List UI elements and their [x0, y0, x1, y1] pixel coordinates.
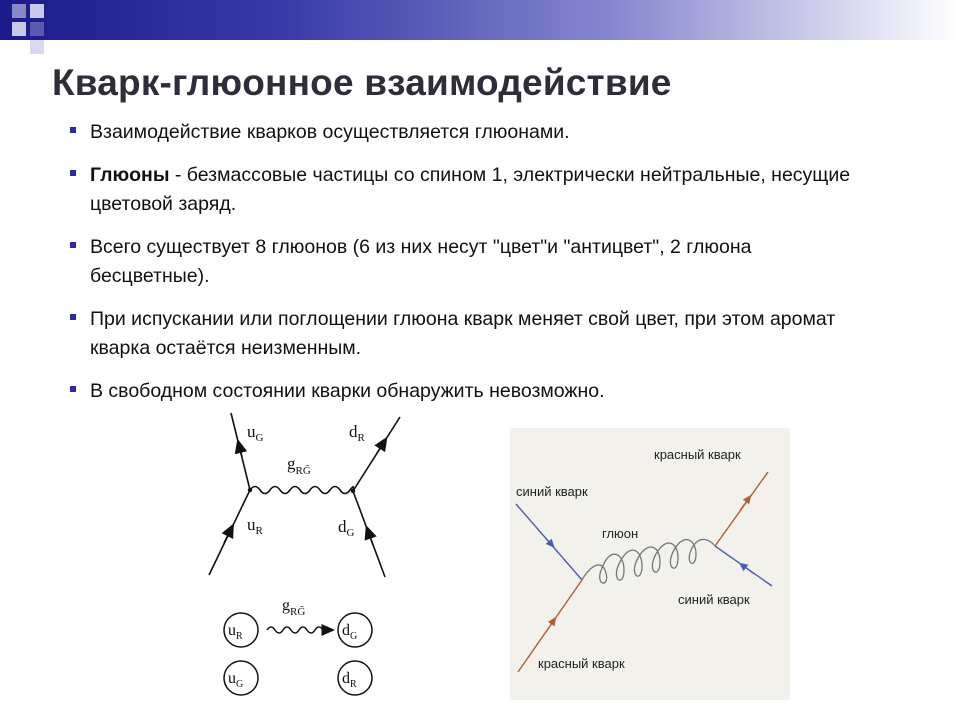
label-dR: dR [349, 422, 366, 444]
header-band [0, 0, 960, 40]
vertex-dot [350, 488, 356, 494]
arrow-icon [739, 494, 752, 511]
arrow-icon [738, 562, 755, 575]
label-uR: uR [247, 515, 264, 537]
vertex-dot [247, 487, 253, 493]
arrow-icon [374, 436, 388, 454]
gluon-illustration-svg [515, 471, 773, 673]
bullet-item: Глюоны - безмассовые частицы со спином 1… [68, 161, 868, 219]
bullet-text: Всего существует 8 глюонов (6 из них нес… [90, 236, 752, 287]
bullet-square-icon [70, 386, 76, 392]
label-dG: dG [338, 517, 355, 539]
bullet-item: Всего существует 8 глюонов (6 из них нес… [68, 233, 868, 291]
bullet-item: В свободном состоянии кварки обнаружить … [68, 377, 868, 406]
circle-dR [337, 660, 373, 696]
label-c2: dG [342, 622, 357, 642]
bullet-text: В свободном состоянии кварки обнаружить … [90, 380, 605, 402]
label-gRG: gRG̃ [287, 454, 311, 477]
gluon-transfer-wavy [266, 626, 324, 634]
label-gluon: глюон [602, 526, 639, 541]
slide-title: Кварк-глюонное взаимодействие [52, 62, 672, 103]
circle-dG [337, 612, 373, 648]
label-c1: uR [228, 622, 243, 642]
circle-uG [223, 660, 259, 696]
label-g-circle: gRG̃ [282, 597, 305, 618]
arrow-icon [364, 524, 377, 546]
bullet-square-icon [70, 127, 76, 133]
bullet-item: При испускании или поглощении глюона ква… [68, 305, 868, 363]
arrow-icon [545, 616, 557, 633]
bullet-list: Взаимодействие кварков осуществляется гл… [68, 118, 868, 420]
label-blue-quark-right: синий кварк [678, 592, 750, 607]
bullet-square-icon [70, 314, 76, 320]
bullet-square-icon [70, 170, 76, 176]
arrow-icon [543, 535, 555, 548]
bullet-bold: Глюоны [90, 164, 170, 186]
circle-uR [223, 612, 259, 648]
label-red-quark-top: красный кварк [654, 447, 741, 462]
arrow-icon [234, 438, 248, 458]
bullet-item: Взаимодействие кварков осуществляется гл… [68, 118, 868, 147]
gluon-wavy-line [249, 485, 355, 495]
label-uG: uG [247, 422, 264, 444]
bullet-square-icon [70, 242, 76, 248]
gluon-illustration: красный кварк синий кварк глюон синий кв… [510, 428, 790, 700]
quark-line-right-top [352, 416, 401, 492]
red-quark-line-top [714, 471, 769, 547]
feynman-diagram: uG dR gRG̃ uR dG gRG̃ uR dG uG dR [208, 412, 401, 696]
gluon-coil [581, 538, 716, 584]
arrow-icon [221, 523, 234, 544]
corner-decoration [0, 0, 60, 60]
label-red-quark-bottom: красный кварк [538, 656, 625, 671]
bullet-text: - безмассовые частицы со спином 1, элект… [90, 164, 851, 215]
label-c3: uG [228, 670, 243, 690]
bullet-text: При испускании или поглощении глюона ква… [90, 308, 836, 359]
bullet-text: Взаимодействие кварков осуществляется гл… [90, 121, 570, 143]
label-c4: dR [342, 670, 357, 690]
label-blue-quark-left: синий кварк [516, 484, 588, 499]
